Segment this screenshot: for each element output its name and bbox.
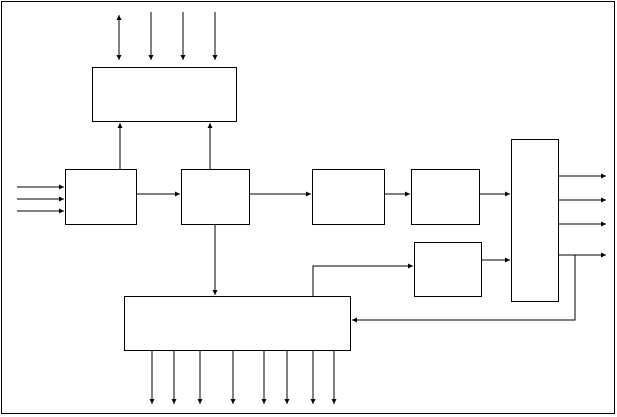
top-bus-arrows [116,12,218,60]
input-block [65,169,137,225]
left-input-arrows [17,184,64,214]
right-output-arrows [559,173,606,258]
stage-block-1 [312,169,385,225]
central-block [181,169,250,225]
bottom-to-feedback-arrow [312,263,413,296]
bottom-block [124,296,351,351]
stage-block-2 [411,169,480,225]
feedback-block [414,242,482,297]
top-block [92,67,237,122]
bottom-output-arrows [149,351,337,404]
output-block [511,139,559,302]
output-to-bottom-feedback-arrow [352,255,576,323]
